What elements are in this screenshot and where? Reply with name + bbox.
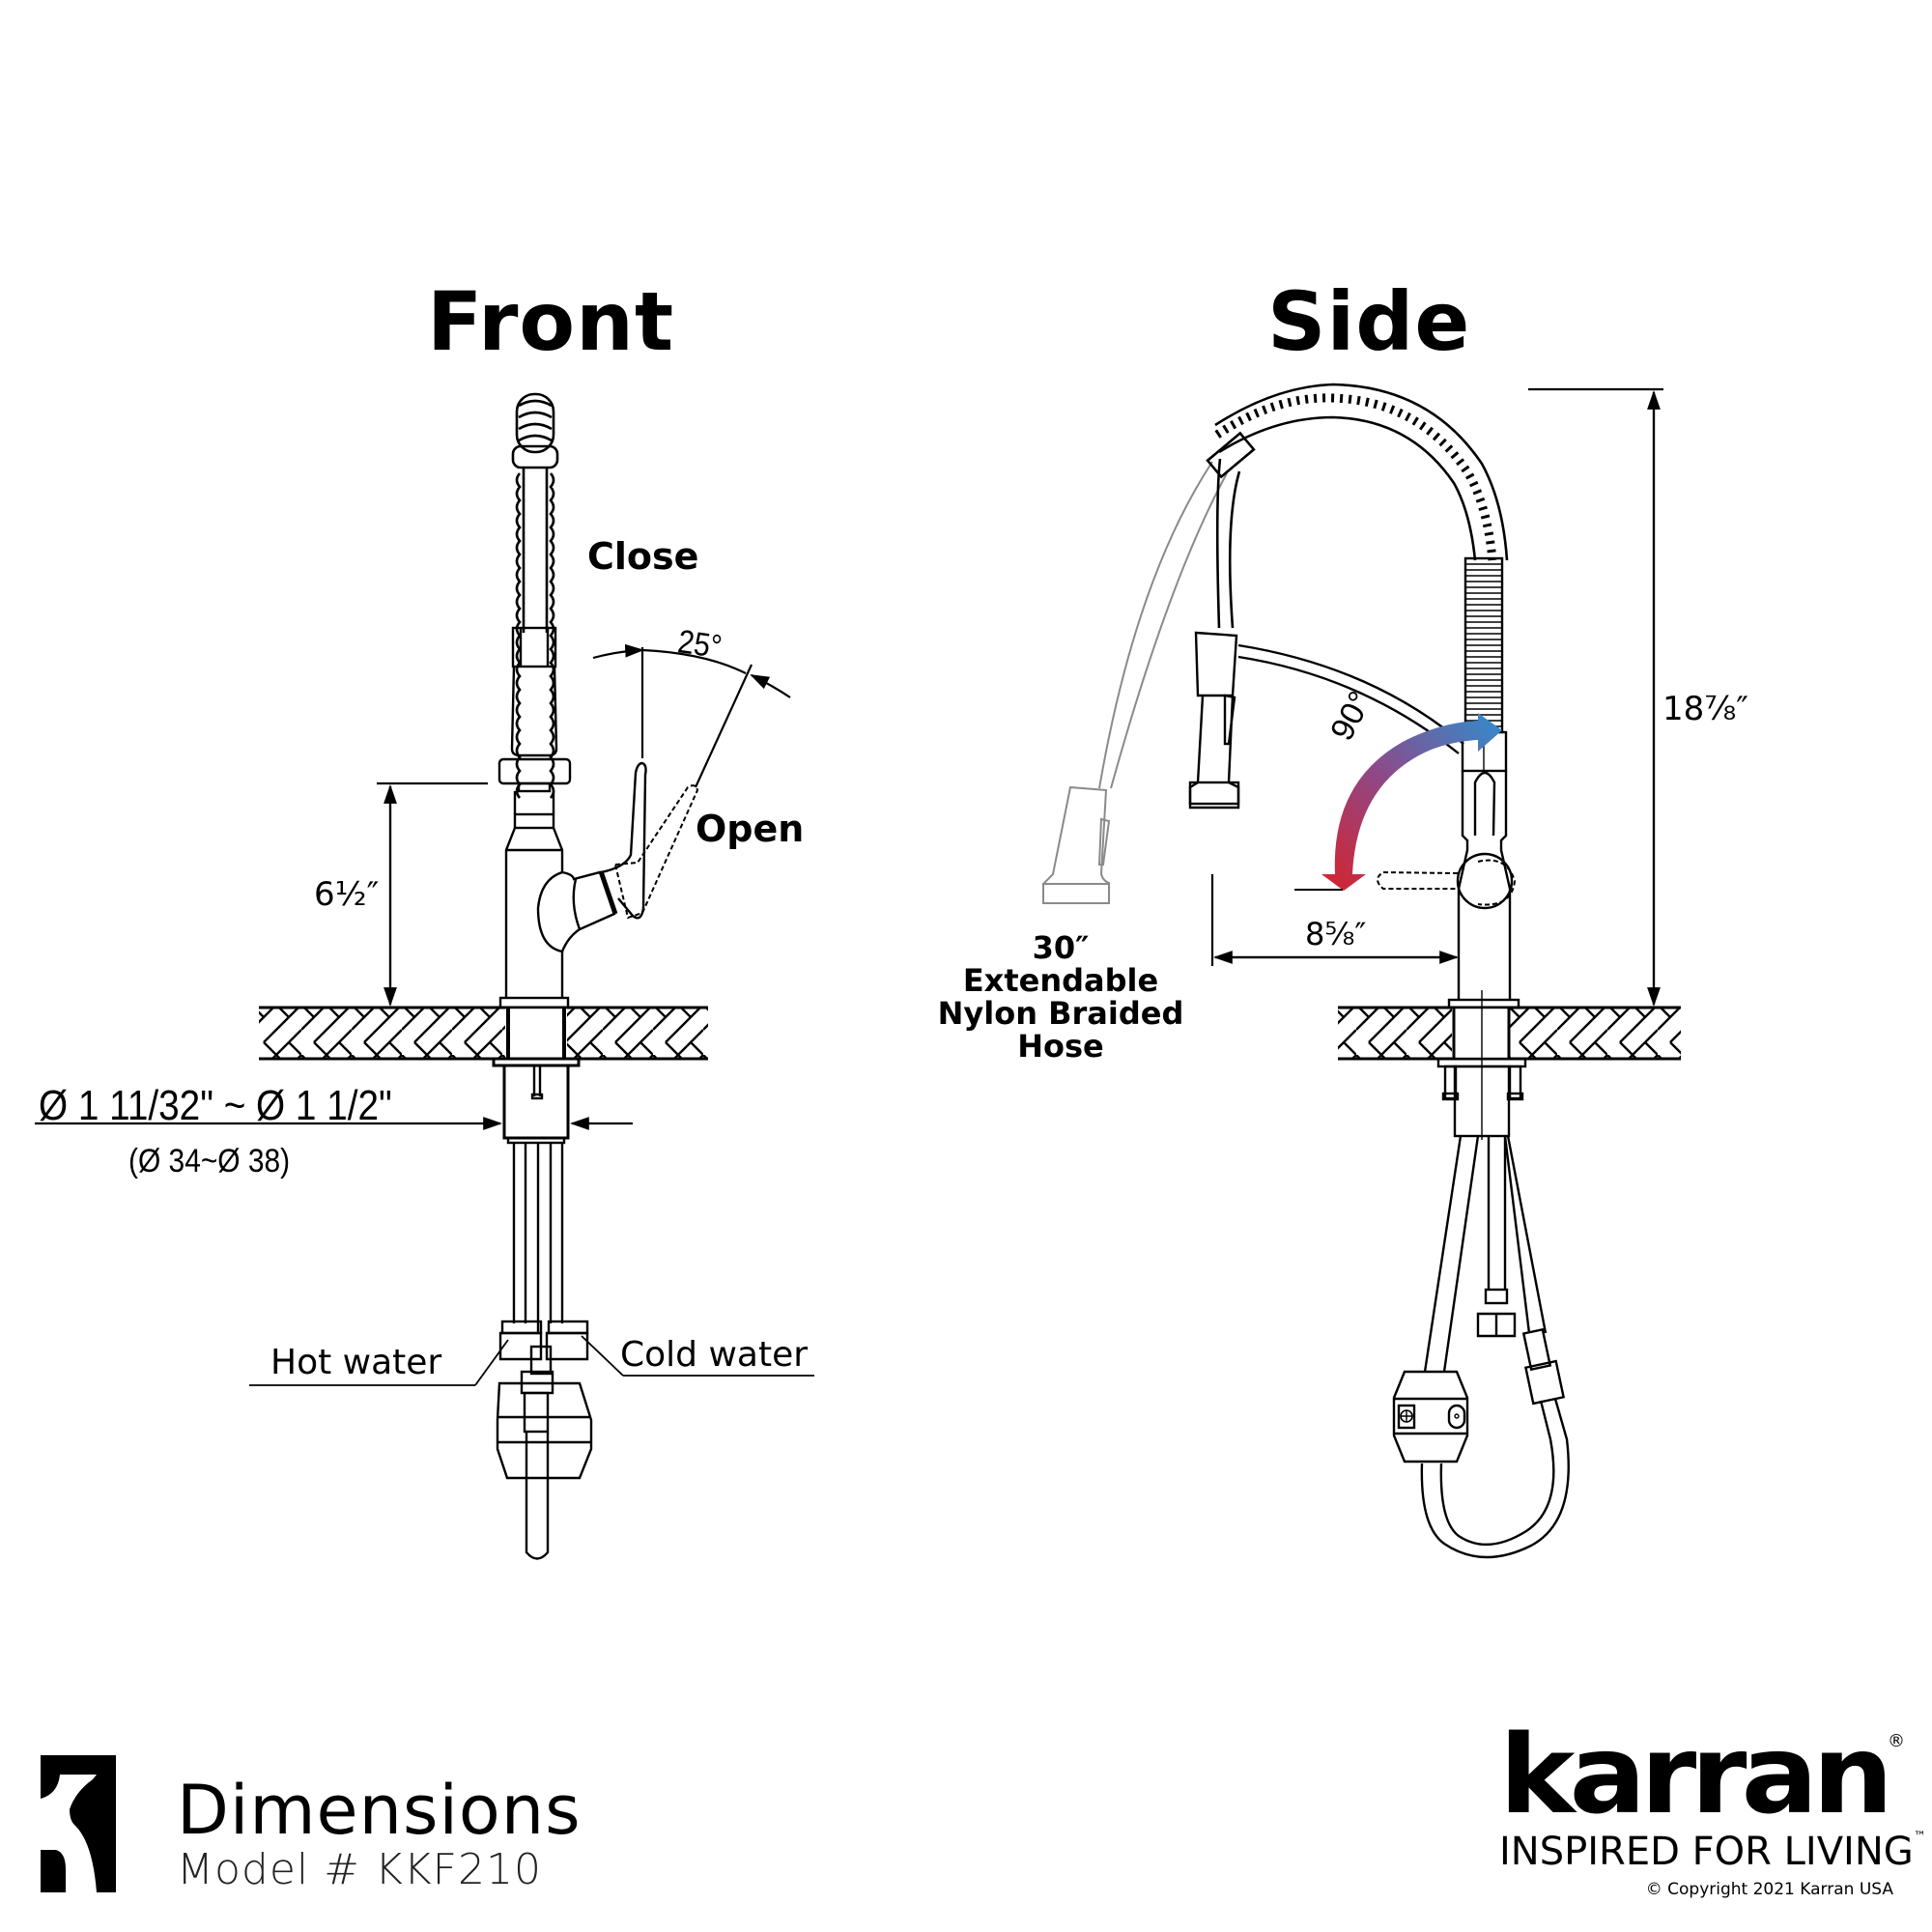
side-spring-sleeve	[1463, 556, 1504, 734]
karran-wordmark: karran	[1499, 1711, 1893, 1838]
hose-description-line-1: 30″ Extendable	[962, 929, 1159, 999]
side-extended-spray-head	[1042, 461, 1228, 904]
karran-k-mark-icon	[41, 1755, 116, 1892]
brand-tagline-row: INSPIRED FOR LIVING™	[1499, 1830, 1926, 1874]
side-reach-label: 8⅝″	[1305, 916, 1367, 952]
front-faucet-body	[498, 761, 699, 1009]
open-label: Open	[696, 808, 805, 850]
front-shank	[492, 1057, 581, 1333]
side-docked-spray-head	[1188, 631, 1464, 810]
copyright-notice: © Copyright 2021 Karran USA	[1645, 1880, 1893, 1899]
close-label: Close	[587, 535, 699, 578]
front-view-title: Front	[427, 274, 675, 369]
front-spray-head	[497, 626, 572, 793]
front-angle-label: 25°	[675, 623, 724, 667]
karran-brand-block: karran ® INSPIRED FOR LIVING™ © Copyrigh…	[1499, 1720, 1926, 1899]
side-height-dimension	[1528, 387, 1663, 1007]
front-spring	[511, 392, 559, 799]
side-shank-and-hoses	[1392, 1057, 1570, 1559]
footer-title: Dimensions	[177, 1771, 582, 1850]
side-view-title: Side	[1267, 274, 1471, 369]
front-height-dimension	[377, 781, 488, 1007]
cold-water-label: Cold water	[620, 1335, 809, 1375]
side-spring-arc	[1206, 383, 1509, 629]
hole-diameter-metric-label: (Ø 34~Ø 38)	[128, 1143, 291, 1179]
hose-description-line-3: Hose	[1017, 1028, 1104, 1065]
side-faucet-body	[1447, 730, 1520, 1009]
front-countertop	[259, 1008, 708, 1059]
hose-description-line-2: Nylon Braided	[937, 995, 1184, 1032]
front-view-drawing	[35, 392, 814, 1560]
side-rotation-arrow	[1321, 713, 1502, 891]
front-angle-dimension	[592, 643, 791, 788]
front-supply-connections	[249, 1320, 814, 1560]
trademark-mark: ™	[1913, 1830, 1926, 1844]
front-height-label: 6½″	[314, 875, 380, 914]
hot-water-label: Hot water	[270, 1343, 442, 1382]
brand-tagline: INSPIRED FOR LIVING	[1499, 1830, 1914, 1874]
hole-diameter-label: Ø 1 11/32" ~ Ø 1 1/2"	[39, 1082, 392, 1129]
side-reach-dimension	[1210, 874, 1459, 966]
footer-model-number: Model # KKF210	[177, 1845, 542, 1894]
side-total-height-label: 18⅞″	[1662, 690, 1748, 728]
side-view-drawing	[1042, 383, 1681, 1559]
hose-description: 30″ Extendable Nylon Braided Hose	[935, 931, 1186, 1063]
side-open-handle-ghost	[1377, 870, 1459, 890]
registered-mark: ®	[1888, 1731, 1905, 1751]
